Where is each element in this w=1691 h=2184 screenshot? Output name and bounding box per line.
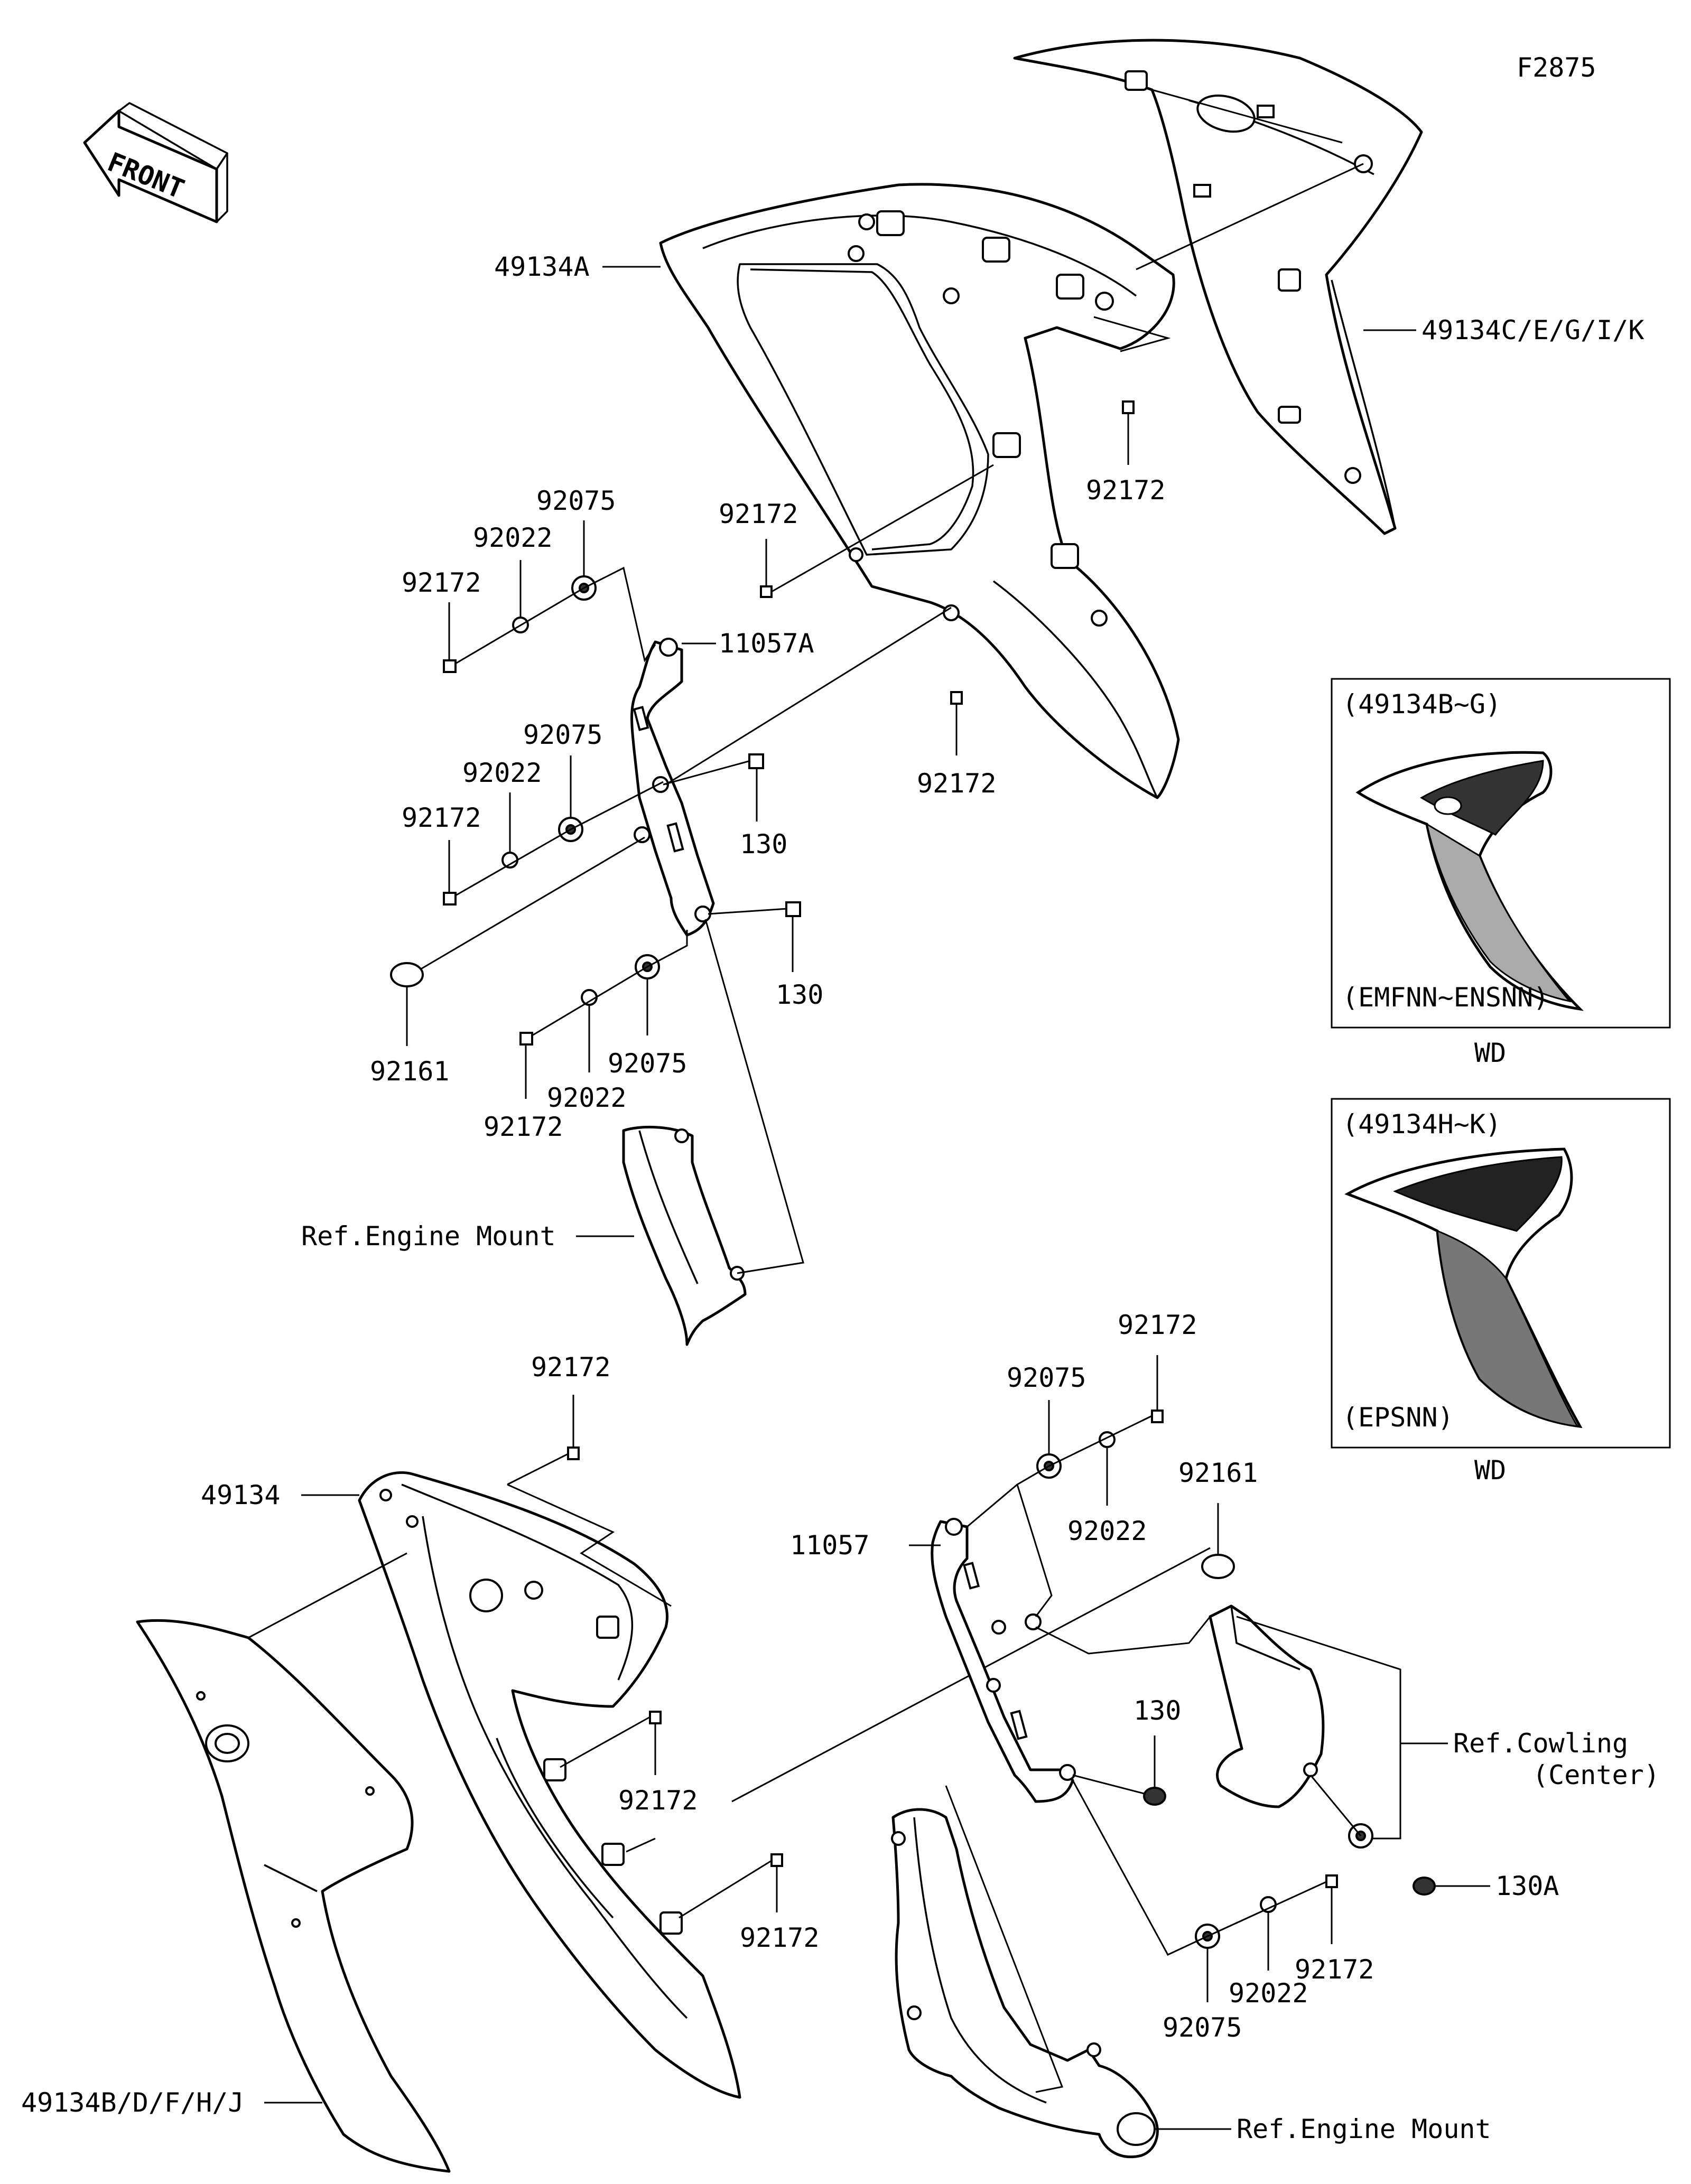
hardware-stack-3 <box>519 930 688 1099</box>
label-92172-top-mid: 92172 <box>719 499 798 529</box>
bolt-130-upper <box>663 753 764 822</box>
outer-cover-49134BDFHJ <box>136 1619 451 2173</box>
inset-2-footer: (EPSNN) <box>1342 1402 1454 1433</box>
outer-cover-49134CEGIK <box>1013 39 1423 535</box>
grommet-92161-upper <box>390 836 645 1046</box>
inset-1-header: (49134B~G) <box>1342 689 1501 720</box>
label-49134CEGIK: 49134C/E/G/I/K <box>1421 315 1644 346</box>
label-ref-engine-mount-lower: Ref.Engine Mount <box>1237 2114 1491 2144</box>
bolt-92172-lower-a <box>507 1395 580 1486</box>
label-130-mid: 130 <box>776 979 823 1010</box>
engine-mount-ref-upper <box>622 1125 747 1346</box>
label-92172-stack5: 92172 <box>1295 1954 1374 1985</box>
nut-130-lower <box>1072 1735 1166 1806</box>
bracket-11057A <box>630 638 715 937</box>
bolt-92172-top-mid <box>760 464 994 598</box>
label-92075-stack5: 92075 <box>1163 2012 1242 2043</box>
label-92172-lower-a: 92172 <box>531 1352 611 1383</box>
label-49134BDFHJ: 49134B/D/F/H/J <box>21 2087 244 2118</box>
inner-cover-49134A <box>659 183 1180 799</box>
bolt-130-mid <box>708 901 801 972</box>
inset-2-caption: WD <box>1474 1455 1506 1486</box>
inset-1-caption: WD <box>1474 1038 1506 1068</box>
label-92022-stack5: 92022 <box>1229 1978 1308 2009</box>
label-92022-stack1: 92022 <box>473 522 553 553</box>
cowling-center-ref <box>1209 1604 1325 1808</box>
nut-130A <box>1309 1775 1490 1896</box>
label-92075-stack2: 92075 <box>523 720 603 750</box>
figure-code: F2875 <box>1517 52 1596 83</box>
bolt-92172-lower-c <box>679 1853 783 1919</box>
label-92161-upper: 92161 <box>370 1056 450 1087</box>
label-92075-stack1: 92075 <box>536 486 616 516</box>
inset-2-header: (49134H~K) <box>1342 1109 1501 1140</box>
bolt-92172-top-right <box>1122 400 1135 465</box>
label-ref-engine-mount-upper: Ref.Engine Mount <box>301 1221 556 1252</box>
grommet-92161-lower <box>1201 1503 1235 1579</box>
inset-1-footer: (EMFNN~ENSNN) <box>1342 982 1549 1013</box>
label-92075-stack4: 92075 <box>1007 1362 1086 1393</box>
label-92022-stack3: 92022 <box>547 1082 627 1113</box>
label-92172-top-right: 92172 <box>1086 475 1166 506</box>
label-92022-stack2: 92022 <box>462 758 542 788</box>
hardware-stack-2 <box>443 606 952 906</box>
label-92022-stack4: 92022 <box>1067 1516 1147 1546</box>
label-49134A: 49134A <box>494 251 590 282</box>
label-92172-lower-b: 92172 <box>618 1785 698 1816</box>
label-130A: 130A <box>1495 1871 1559 1901</box>
label-11057: 11057 <box>790 1530 870 1561</box>
label-ref-cowling-line2: (Center) <box>1532 1760 1660 1790</box>
label-92075-stack3: 92075 <box>608 1048 687 1079</box>
label-92172-stack3: 92172 <box>484 1112 563 1142</box>
label-130-lower: 130 <box>1133 1695 1181 1726</box>
label-92172-stack1: 92172 <box>402 567 481 598</box>
front-arrow-icon: FRONT <box>83 102 228 223</box>
inset-variant-2: (49134H~K) (EPSNN) <box>1331 1098 1671 1449</box>
label-92172-stack4: 92172 <box>1118 1310 1197 1340</box>
label-92172-stack2: 92172 <box>402 802 481 833</box>
hardware-stack-5 <box>1072 1780 1338 2002</box>
label-ref-cowling-line1: Ref.Cowling <box>1453 1728 1628 1759</box>
hardware-stack-1 <box>443 520 656 673</box>
inner-cover-49134 <box>358 1471 741 2099</box>
label-92161-lower: 92161 <box>1178 1458 1258 1488</box>
bolt-92172-top-lower <box>950 691 963 755</box>
label-11057A: 11057A <box>719 628 814 659</box>
label-92172-top-lower: 92172 <box>917 768 997 799</box>
label-49134: 49134 <box>201 1480 281 1510</box>
bracket-11057 <box>931 1518 1076 1803</box>
hardware-stack-4 <box>967 1355 1164 1617</box>
label-130-upper: 130 <box>740 829 787 860</box>
label-92172-lower-c: 92172 <box>740 1922 820 1953</box>
inset-variant-1: (49134B~G) (EMFNN~ENSNN) <box>1331 678 1671 1029</box>
engine-mount-ref-lower <box>891 1808 1159 2159</box>
